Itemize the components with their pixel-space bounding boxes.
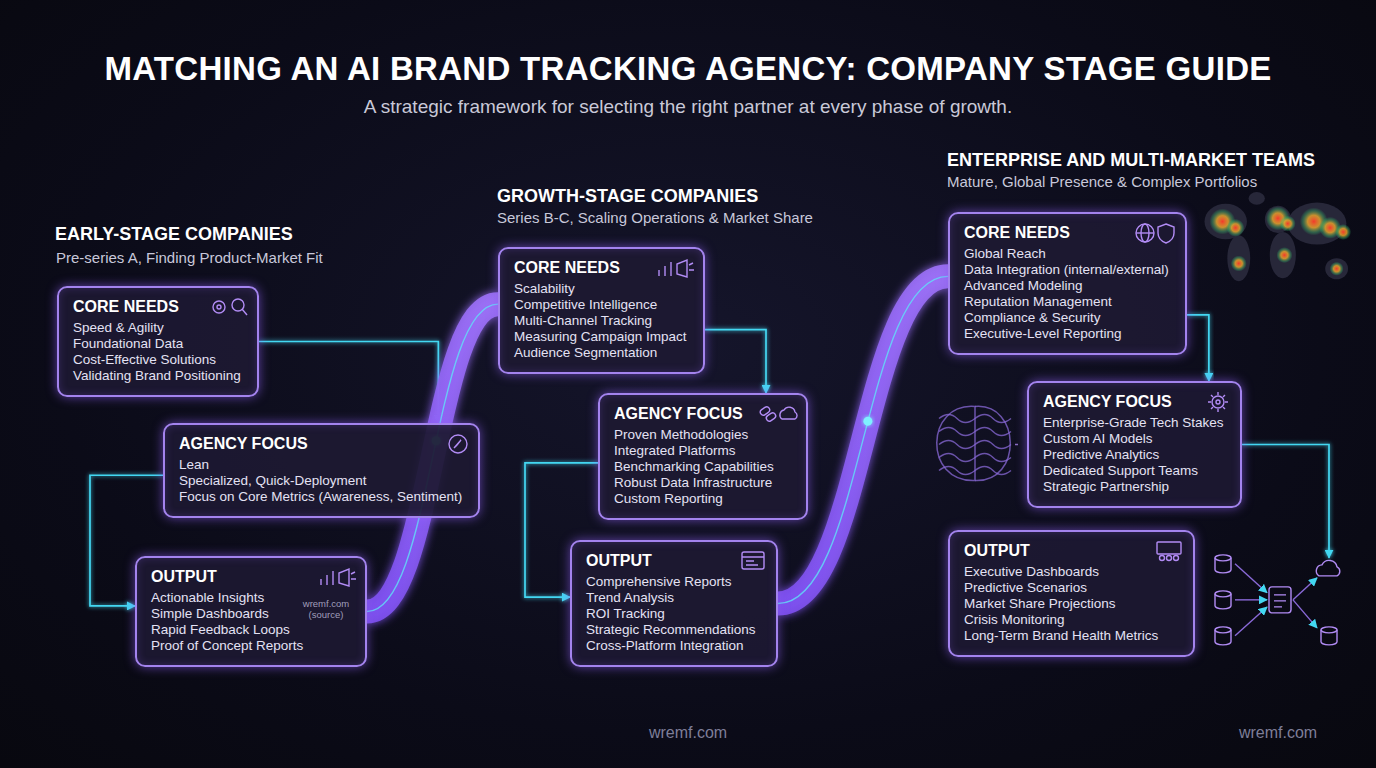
- box-icon: [756, 402, 798, 426]
- box-item: Specialized, Quick-Deployment: [179, 473, 462, 489]
- box-item: Strategic Partnership: [1043, 479, 1224, 495]
- box-item: Audience Segmentation: [514, 345, 687, 361]
- box-item: Benchmarking Capabilities: [614, 459, 790, 475]
- box-item: Multi-Channel Tracking: [514, 313, 687, 329]
- box-icon: [207, 295, 249, 319]
- box-item: Crisis Monitoring: [964, 612, 1177, 628]
- source-note: wremf.com (source): [297, 598, 355, 620]
- watermark: wremf.com: [1239, 724, 1317, 742]
- box-item: Strategic Recommendations: [586, 622, 760, 638]
- box-icon: [1135, 221, 1177, 245]
- stage-subheading: Mature, Global Presence & Complex Portfo…: [947, 173, 1257, 190]
- box-item: Enterprise-Grade Tech Stakes: [1043, 415, 1224, 431]
- box-item: Dedicated Support Teams: [1043, 463, 1224, 479]
- box-icon: [1190, 390, 1232, 414]
- stage-box: OUTPUT Executive DashboardsPredictive Sce…: [948, 530, 1195, 657]
- stage-heading: GROWTH-STAGE COMPANIES: [497, 186, 758, 207]
- box-item: Custom AI Models: [1043, 431, 1224, 447]
- box-item: Predictive Scenarios: [964, 580, 1177, 596]
- box-item: Custom Reporting: [614, 491, 790, 507]
- box-item: Proven Methodologies: [614, 427, 790, 443]
- flow-arrow-decor: [1242, 445, 1329, 558]
- box-heading: CORE NEEDS: [964, 224, 1169, 242]
- box-heading: AGENCY FOCUS: [179, 435, 462, 453]
- box-item: Rapid Feedback Loops: [151, 622, 349, 638]
- box-icon: [726, 549, 768, 573]
- stage-box: OUTPUT Comprehensive ReportsTrend Analysi…: [570, 540, 778, 667]
- box-item: Reputation Management: [964, 294, 1169, 310]
- box-heading: OUTPUT: [586, 552, 760, 570]
- box-heading: CORE NEEDS: [73, 298, 241, 316]
- stage-box: AGENCY FOCUS Enterprise-Grade Tech Stakes…: [1027, 381, 1242, 508]
- box-item: Compliance & Security: [964, 310, 1169, 326]
- diagram-title: MATCHING AN AI BRAND TRACKING AGENCY: CO…: [0, 50, 1376, 88]
- ribbon-dot: [863, 417, 872, 426]
- diagram-caption: A strategic framework for selecting the …: [0, 96, 1376, 118]
- box-item: Foundational Data: [73, 336, 241, 352]
- box-item: Proof of Concept Reports: [151, 638, 349, 654]
- stage-box: CORE NEEDS Global ReachData Integration (…: [948, 212, 1187, 355]
- box-heading: OUTPUT: [151, 568, 349, 586]
- stage-subheading: Series B-C, Scaling Operations & Market …: [497, 209, 813, 226]
- box-item: Integrated Platforms: [614, 443, 790, 459]
- box-item: Global Reach: [964, 246, 1169, 262]
- box-heading: AGENCY FOCUS: [614, 405, 790, 423]
- box-item: Cross-Platform Integration: [586, 638, 760, 654]
- flow-arrow: [705, 330, 766, 393]
- box-item: Validating Brand Positioning: [73, 368, 241, 384]
- world-heatmap: [1205, 192, 1352, 281]
- box-item: Predictive Analytics: [1043, 447, 1224, 463]
- box-item: Market Share Projections: [964, 596, 1177, 612]
- data-flow-illustration: [1215, 555, 1340, 645]
- box-item: Executive-Level Reporting: [964, 326, 1169, 342]
- box-item: Trend Analysis: [586, 590, 760, 606]
- brain-illustration: [937, 406, 1021, 480]
- box-item: Advanced Modeling: [964, 278, 1169, 294]
- flow-arrow: [259, 342, 438, 424]
- box-item: ROI Tracking: [586, 606, 760, 622]
- stage-heading: EARLY-STAGE COMPANIES: [55, 224, 293, 245]
- box-icon: [315, 565, 357, 589]
- stage-box: CORE NEEDS Speed & AgilityFoundational Da…: [57, 286, 259, 397]
- box-icon: [653, 256, 695, 280]
- box-icon: [1143, 539, 1185, 563]
- box-item: Scalability: [514, 281, 687, 297]
- box-item: Robust Data Infrastructure: [614, 475, 790, 491]
- stage-box: AGENCY FOCUS Proven MethodologiesIntegrat…: [598, 393, 808, 520]
- box-heading: OUTPUT: [964, 542, 1177, 560]
- box-item: Long-Term Brand Health Metrics: [964, 628, 1177, 644]
- box-heading: CORE NEEDS: [514, 259, 687, 277]
- box-item: Focus on Core Metrics (Awareness, Sentim…: [179, 489, 462, 505]
- box-item: Executive Dashboards: [964, 564, 1177, 580]
- box-item: Data Integration (internal/external): [964, 262, 1169, 278]
- box-item: Comprehensive Reports: [586, 574, 760, 590]
- box-item: Lean: [179, 457, 462, 473]
- stage-box: AGENCY FOCUS LeanSpecialized, Quick-Deplo…: [163, 423, 480, 518]
- box-item: Competitive Intelligence: [514, 297, 687, 313]
- box-item: Cost-Effective Solutions: [73, 352, 241, 368]
- stage-box: CORE NEEDS ScalabilityCompetitive Intelli…: [498, 247, 705, 374]
- box-icon: [428, 432, 470, 456]
- box-item: Speed & Agility: [73, 320, 241, 336]
- stage-subheading: Pre-series A, Finding Product-Market Fit: [56, 249, 323, 266]
- watermark: wremf.com: [649, 724, 727, 742]
- stage-heading: ENTERPRISE AND MULTI-MARKET TEAMS: [947, 150, 1315, 171]
- box-heading: AGENCY FOCUS: [1043, 393, 1224, 411]
- box-item: Measuring Campaign Impact: [514, 329, 687, 345]
- flow-arrow: [1187, 315, 1209, 381]
